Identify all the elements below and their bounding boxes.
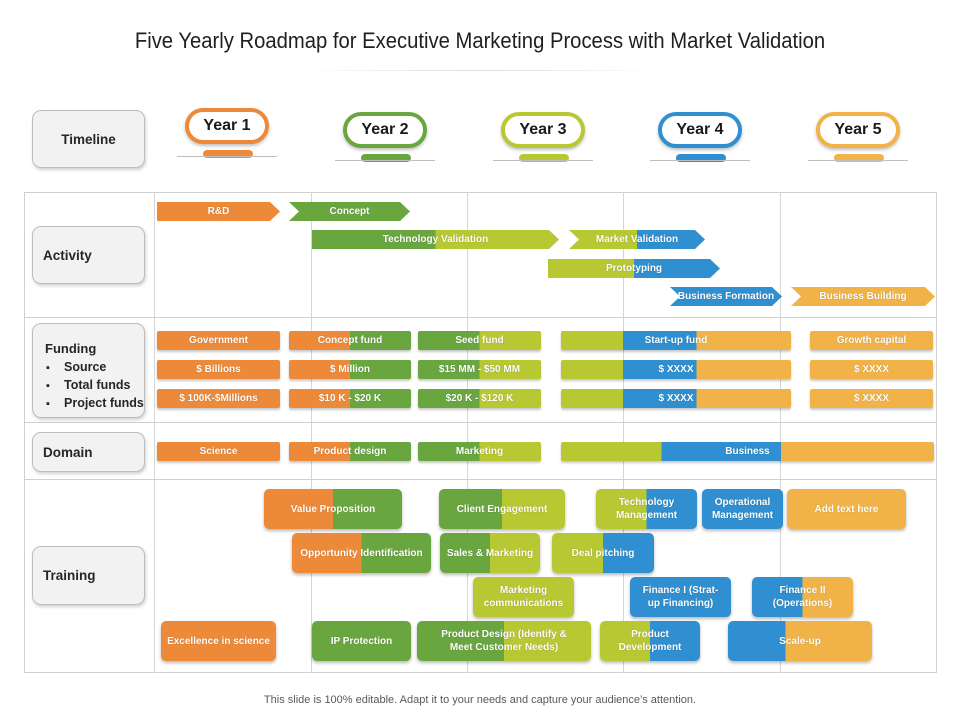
activity-market-validation-arrow: Market Validation — [569, 230, 705, 249]
activity-prototyping-arrow: Prototyping — [548, 259, 720, 278]
year-2-pill: Year 2 — [343, 112, 427, 148]
activity-rd-arrow: R&D — [157, 202, 280, 221]
activity-concept-arrow: Concept — [289, 202, 410, 221]
funding-total-bar: $ Billions — [157, 360, 280, 379]
funding-item-source: Source — [46, 358, 144, 376]
year-2-underline — [335, 160, 435, 161]
year-5-tab — [834, 154, 884, 162]
year-2-marker: Year 2 — [335, 108, 435, 168]
year-2-tab — [361, 154, 411, 162]
funding-label: Funding — [45, 341, 97, 356]
roadmap-grid — [24, 192, 937, 673]
funding-item-project-funds: Project funds — [46, 394, 144, 412]
year-1-marker: Year 1 — [177, 104, 277, 164]
year-5-underline — [808, 160, 908, 161]
training-deal-pitching: Deal pitching — [552, 533, 654, 573]
domain-science-bar: Science — [157, 442, 280, 461]
training-ip-protection: IP Protection — [312, 621, 411, 661]
training-product-development: Product Development — [600, 621, 700, 661]
year-3-pill: Year 3 — [501, 112, 585, 148]
funding-project-bar: $10 K - $20 K — [289, 389, 411, 408]
activity-business-building-arrow: Business Building — [791, 287, 935, 306]
year-5-pill: Year 5 — [816, 112, 900, 148]
training-scale-up: Scale-up — [728, 621, 872, 661]
training-finance-2: Finance II (Operations) — [752, 577, 853, 617]
grid-divider — [467, 192, 468, 673]
funding-project-bar: $20 K - $120 K — [418, 389, 541, 408]
funding-source-bar: Seed fund — [418, 331, 541, 350]
training-technology-management: Technology Management — [596, 489, 697, 529]
training-sales-marketing: Sales & Marketing — [440, 533, 540, 573]
training-operational-management: Operational Management — [702, 489, 783, 529]
year-5-marker: Year 5 — [808, 108, 908, 168]
funding-project-bar: $ XXXX — [810, 389, 933, 408]
year-4-underline — [650, 160, 750, 161]
year-4-tab — [676, 154, 726, 162]
training-product-design: Product Design (Identify & Meet Customer… — [417, 621, 591, 661]
training-add-text: Add text here — [787, 489, 906, 529]
year-1-tab — [203, 150, 253, 158]
year-3-marker: Year 3 — [493, 108, 593, 168]
grid-divider — [24, 422, 937, 423]
year-3-underline — [493, 160, 593, 161]
funding-source-bar: Government — [157, 331, 280, 350]
grid-divider — [780, 192, 781, 673]
training-value-proposition: Value Proposition — [264, 489, 402, 529]
domain-label: Domain — [32, 432, 145, 472]
funding-total-bar: $ XXXX — [561, 360, 791, 379]
domain-product-design-bar: Product design — [289, 442, 411, 461]
training-finance-1: Finance I (Strat-up Financing) — [630, 577, 731, 617]
funding-total-bar: $ Million — [289, 360, 411, 379]
activity-business-formation-arrow: Business Formation — [670, 287, 782, 306]
page-title: Five Yearly Roadmap for Executive Market… — [134, 28, 826, 53]
grid-divider — [24, 479, 937, 480]
funding-total-bar: $ XXXX — [810, 360, 933, 379]
training-client-engagement: Client Engagement — [439, 489, 565, 529]
footer-note: This slide is 100% editable. Adapt it to… — [263, 694, 697, 706]
funding-list: Source Total funds Project funds — [46, 358, 144, 412]
training-excellence-science: Excellence in science — [161, 621, 276, 661]
domain-marketing-bar: Marketing — [418, 442, 541, 461]
grid-divider — [623, 192, 624, 673]
year-3-tab — [519, 154, 569, 162]
funding-source-bar: Growth capital — [810, 331, 933, 350]
grid-divider — [24, 317, 937, 318]
year-1-pill: Year 1 — [185, 108, 269, 144]
funding-project-bar: $ 100K-$Millions — [157, 389, 280, 408]
grid-divider — [154, 192, 155, 673]
funding-source-bar: Start-up fund — [561, 331, 791, 350]
training-label: Training — [32, 546, 145, 605]
funding-source-bar: Concept fund — [289, 331, 411, 350]
funding-total-bar: $15 MM - $50 MM — [418, 360, 541, 379]
title-divider — [300, 70, 660, 71]
activity-technology-validation-arrow: Technology Validation — [312, 230, 559, 249]
grid-divider — [311, 192, 312, 673]
training-opportunity-identification: Opportunity Identification — [292, 533, 431, 573]
domain-business-bar: Business — [561, 442, 934, 461]
funding-project-bar: $ XXXX — [561, 389, 791, 408]
activity-label: Activity — [32, 226, 145, 284]
year-4-pill: Year 4 — [658, 112, 742, 148]
training-marketing-communications: Marketing communications — [473, 577, 574, 617]
funding-item-total-funds: Total funds — [46, 376, 144, 394]
timeline-label: Timeline — [32, 110, 145, 168]
year-1-underline — [177, 156, 277, 157]
year-4-marker: Year 4 — [650, 108, 750, 168]
